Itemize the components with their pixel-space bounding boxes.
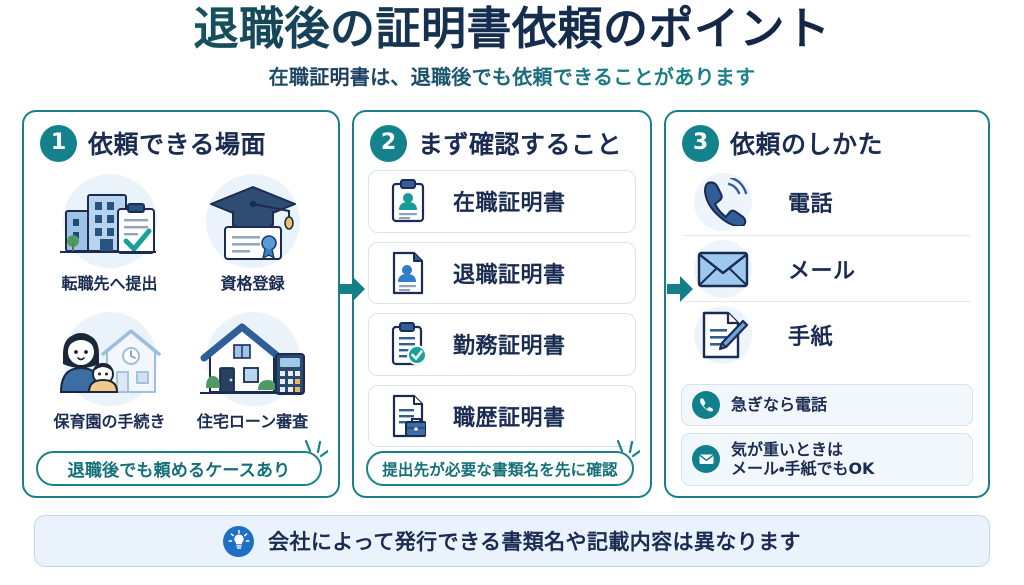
page-title: 退職後の証明書依頼のポイント bbox=[0, 3, 1024, 54]
document-row[interactable]: 勤務証明書 bbox=[368, 313, 636, 376]
card-situations: 1 依頼できる場面 bbox=[22, 110, 340, 498]
document-row[interactable]: 職歴証明書 bbox=[368, 384, 636, 447]
document-row-label: 職歴証明書 bbox=[453, 405, 566, 431]
mail-circle-icon bbox=[692, 445, 720, 474]
contact-method-row[interactable]: 電話 bbox=[684, 169, 970, 235]
card-2-footer-wrap: 提出先が必要な書類名を先に確認 bbox=[366, 439, 640, 486]
situation-item-4: 住宅ローン審査 bbox=[181, 309, 324, 447]
situation-item-3: 保育園の手続き bbox=[38, 309, 181, 447]
parent-and-child-house-icon bbox=[47, 309, 173, 413]
card-documents: 2 まず確認すること 在職証明書 bbox=[352, 110, 652, 498]
card-3-number-badge: 3 bbox=[682, 124, 719, 162]
document-list: 在職証明書 退職証明書 bbox=[366, 169, 638, 447]
footer-banner: 会社によって発行できる書類名や記載内容は異なります bbox=[34, 515, 990, 567]
phone-circle-icon bbox=[692, 390, 720, 419]
card-1-number-badge: 1 bbox=[40, 124, 77, 162]
header: 退職後の証明書依頼のポイント 在職証明書は、退職後でも依頼できることがあります bbox=[0, 0, 1024, 90]
card-2-title: まず確認すること bbox=[418, 130, 623, 159]
sparkle-icon bbox=[304, 439, 328, 458]
office-building-clipboard-check-icon bbox=[47, 171, 173, 275]
clipboard-check-icon bbox=[387, 321, 429, 367]
document-row[interactable]: 退職証明書 bbox=[368, 241, 636, 304]
clipboard-person-icon bbox=[387, 178, 429, 224]
document-briefcase-icon bbox=[387, 393, 429, 439]
document-row-label: 退職証明書 bbox=[453, 262, 566, 288]
situation-item-2: 資格登録 bbox=[181, 171, 324, 309]
contact-method-row[interactable]: 手紙 bbox=[684, 301, 970, 367]
card-1-title: 依頼できる場面 bbox=[88, 130, 267, 159]
contact-method-row[interactable]: メール bbox=[684, 235, 970, 301]
tip-urgent-call[interactable]: 急ぎなら電話 bbox=[681, 383, 973, 426]
lightbulb-icon bbox=[223, 525, 255, 557]
contact-method-label: 手紙 bbox=[788, 324, 834, 350]
situation-item-3-label: 保育園の手続き bbox=[53, 412, 166, 431]
contact-method-list: 電話 メール bbox=[678, 169, 976, 367]
situation-item-1-label: 転職先へ提出 bbox=[61, 274, 158, 293]
document-pencil-icon bbox=[684, 304, 762, 366]
house-calculator-icon bbox=[190, 309, 316, 413]
flow-arrow-1-icon bbox=[339, 276, 365, 302]
phone-ringing-icon bbox=[684, 171, 762, 233]
envelope-icon bbox=[684, 238, 762, 300]
situation-item-1: 転職先へ提出 bbox=[38, 171, 181, 309]
document-row[interactable]: 在職証明書 bbox=[368, 170, 636, 233]
tip-urgent-call-text: 急ぎなら電話 bbox=[731, 395, 828, 415]
card-3-header: 3 依頼のしかた bbox=[678, 121, 976, 165]
page-subtitle: 在職証明書は、退職後でも依頼できることがあります bbox=[0, 61, 1024, 90]
document-row-label: 在職証明書 bbox=[453, 191, 566, 217]
contact-method-label: メール bbox=[788, 258, 856, 284]
card-2-header: 2 まず確認すること bbox=[366, 121, 638, 165]
tips-list: 急ぎなら電話 気が重いときは メール・手紙でもOK bbox=[678, 373, 976, 486]
card-3-title: 依頼のしかた bbox=[730, 130, 884, 159]
card-how-to-request: 3 依頼のしかた 電話 bbox=[664, 110, 990, 498]
card-1-footer-pill: 退職後でも頼めるケースあり bbox=[36, 451, 322, 486]
card-2-number-badge: 2 bbox=[370, 124, 407, 162]
document-row-label: 勤務証明書 bbox=[453, 334, 566, 360]
card-1-footer-wrap: 退職後でも頼めるケースあり bbox=[36, 439, 328, 486]
graduation-cap-certificate-icon bbox=[190, 171, 316, 275]
situation-item-2-label: 資格登録 bbox=[220, 274, 285, 293]
document-person-icon bbox=[387, 250, 429, 296]
card-1-icon-grid: 転職先へ提出 bbox=[36, 169, 326, 447]
sparkle-icon bbox=[616, 439, 640, 458]
card-1-header: 1 依頼できる場面 bbox=[36, 121, 326, 165]
tip-mail-letter[interactable]: 気が重いときは メール・手紙でもOK bbox=[681, 432, 973, 486]
contact-method-label: 電話 bbox=[788, 192, 834, 217]
footer-banner-text: 会社によって発行できる書類名や記載内容は異なります bbox=[268, 530, 801, 554]
cards-container: 1 依頼できる場面 bbox=[22, 110, 1002, 498]
flow-arrow-2-icon bbox=[667, 276, 693, 302]
tip-mail-letter-text: 気が重いときは メール・手紙でもOK bbox=[731, 439, 875, 479]
situation-item-4-label: 住宅ローン審査 bbox=[196, 412, 309, 431]
card-2-footer-pill: 提出先が必要な書類名を先に確認 bbox=[366, 451, 634, 486]
